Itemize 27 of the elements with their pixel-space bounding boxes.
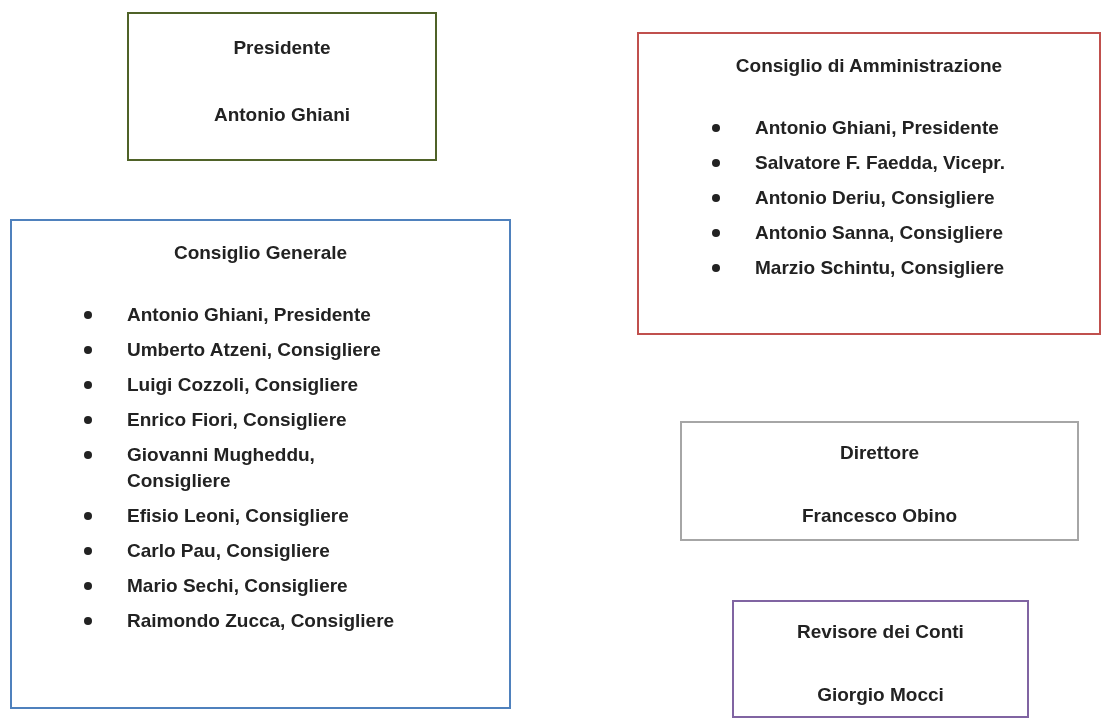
org-box	[10, 219, 511, 709]
list-item: Umberto Atzeni, Consigliere	[127, 337, 381, 362]
list-item: Giovanni Mugheddu, Consigliere	[127, 442, 316, 493]
org-box	[732, 600, 1029, 718]
list-item: Antonio Ghiani, Presidente	[127, 302, 371, 327]
list-item: Antonio Sanna, Consigliere	[755, 220, 1004, 245]
box-heading: Consiglio di Amministrazione	[735, 54, 1003, 78]
person-name: Francesco Obino	[801, 503, 958, 528]
list-item: Raimondo Zucca, Consigliere	[127, 608, 395, 633]
list-item: Luigi Cozzoli, Consigliere	[127, 372, 359, 397]
list-item: Enrico Fiori, Consigliere	[127, 407, 347, 432]
org-box	[680, 421, 1079, 541]
list-item: Marzio Schintu, Consigliere	[755, 255, 1005, 280]
person-name: Giorgio Mocci	[817, 682, 944, 707]
list-item: Carlo Pau, Consigliere	[127, 538, 330, 563]
person-name: Antonio Ghiani	[213, 102, 351, 127]
box-heading: Consiglio Generale	[173, 241, 348, 265]
list-item: Antonio Ghiani, Presidente	[755, 115, 999, 140]
box-heading: Revisore dei Conti	[797, 620, 964, 644]
list-item: Mario Sechi, Consigliere	[127, 573, 348, 598]
box-heading: Direttore	[839, 441, 920, 465]
list-item: Efisio Leoni, Consigliere	[127, 503, 349, 528]
list-item: Salvatore F. Faedda, Vicepr.	[755, 150, 1005, 175]
list-item: Antonio Deriu, Consigliere	[755, 185, 995, 210]
box-heading: Presidente	[233, 36, 331, 60]
org-box	[637, 32, 1101, 335]
org-box	[127, 12, 437, 161]
